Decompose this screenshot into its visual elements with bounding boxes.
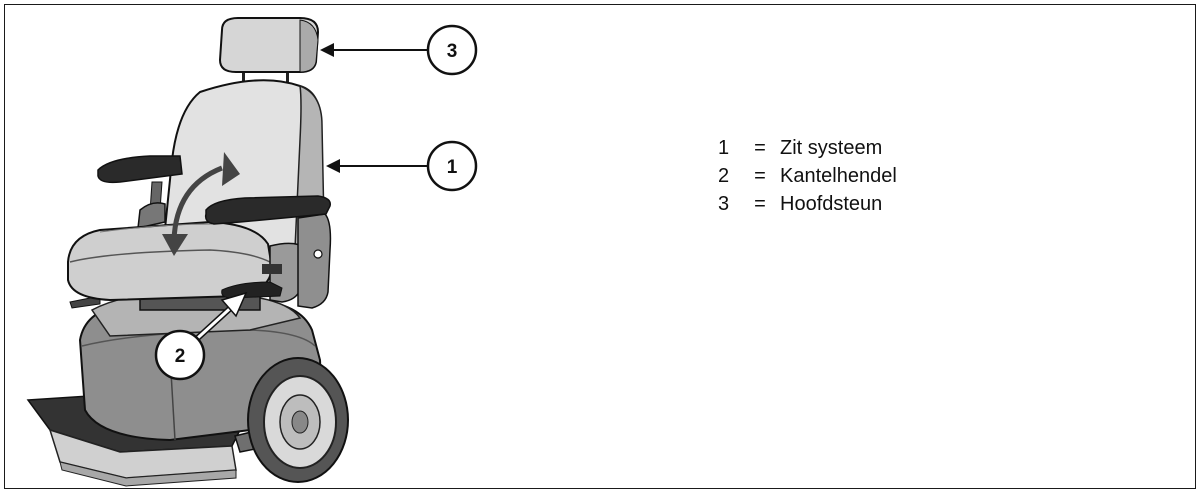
seat-cushion [67, 220, 274, 302]
legend-text: Zit systeem [780, 137, 883, 159]
callout-3: 3 [426, 24, 478, 76]
legend-text: Kantelhendel [780, 165, 897, 187]
tilt-direction-arrow [162, 152, 240, 256]
legend-number: 2 [718, 165, 730, 187]
legend-item-tilt-lever: 2 = Kantelhendel [718, 162, 897, 190]
drive-wheel [247, 357, 349, 483]
svg-text:1: 1 [447, 157, 458, 178]
svg-text:3: 3 [447, 41, 458, 62]
legend: 1 = Zit systeem 2 = Kantelhendel 3 = Hoo… [718, 134, 897, 218]
right-armrest [204, 195, 331, 225]
left-armrest [97, 155, 183, 229]
callout-leaders [320, 43, 428, 173]
callout-1: 1 [426, 140, 478, 192]
legend-number: 1 [718, 137, 730, 159]
tilt-lever [221, 264, 283, 299]
legend-separator: = [754, 165, 766, 187]
headrest [218, 17, 320, 90]
legend-item-headrest: 3 = Hoofdsteun [718, 190, 897, 218]
legend-separator: = [754, 193, 766, 215]
legend-number: 3 [718, 193, 730, 215]
legend-item-seat-system: 1 = Zit systeem [718, 134, 897, 162]
legend-separator: = [754, 137, 766, 159]
svg-text:2: 2 [175, 346, 186, 367]
legend-text: Hoofdsteun [780, 193, 883, 215]
callout-2: 2 [154, 329, 206, 381]
